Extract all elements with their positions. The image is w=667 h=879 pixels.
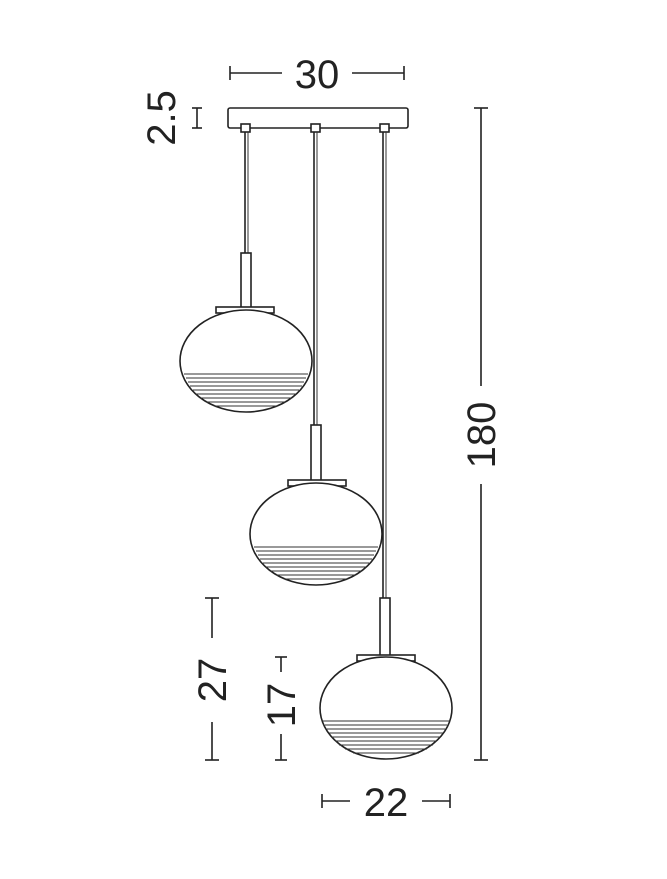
- total-height-label: 180: [460, 402, 504, 469]
- shade-stem-height-label: 27: [191, 658, 235, 703]
- globe-shade-middle: [249, 482, 383, 586]
- shade-stripes-left: [184, 373, 308, 407]
- shade-diameter-label: 22: [364, 781, 409, 825]
- shade-stripes-middle: [254, 546, 378, 580]
- shade-diameter-dimension: 22: [321, 781, 451, 825]
- cable-connectors: [240, 123, 390, 133]
- pendant-middle: [249, 132, 383, 586]
- pendant-left: [179, 132, 313, 413]
- shade-height-dimension: 17: [260, 656, 304, 761]
- shade-stem-height-dimension: 27: [191, 597, 235, 761]
- shade-height-label: 17: [260, 683, 304, 728]
- shade-stripes-right: [323, 720, 449, 754]
- canopy-height-label: 2.5: [140, 90, 184, 146]
- total-height-dimension: 180: [460, 107, 504, 761]
- globe-shade-left: [179, 309, 313, 413]
- pendant-right: [319, 132, 453, 760]
- globe-shade-right: [319, 656, 453, 760]
- canopy-width-label: 30: [295, 53, 340, 97]
- canopy-width-dimension: 30: [229, 53, 405, 97]
- canopy-height-dimension: 2.5: [140, 90, 202, 146]
